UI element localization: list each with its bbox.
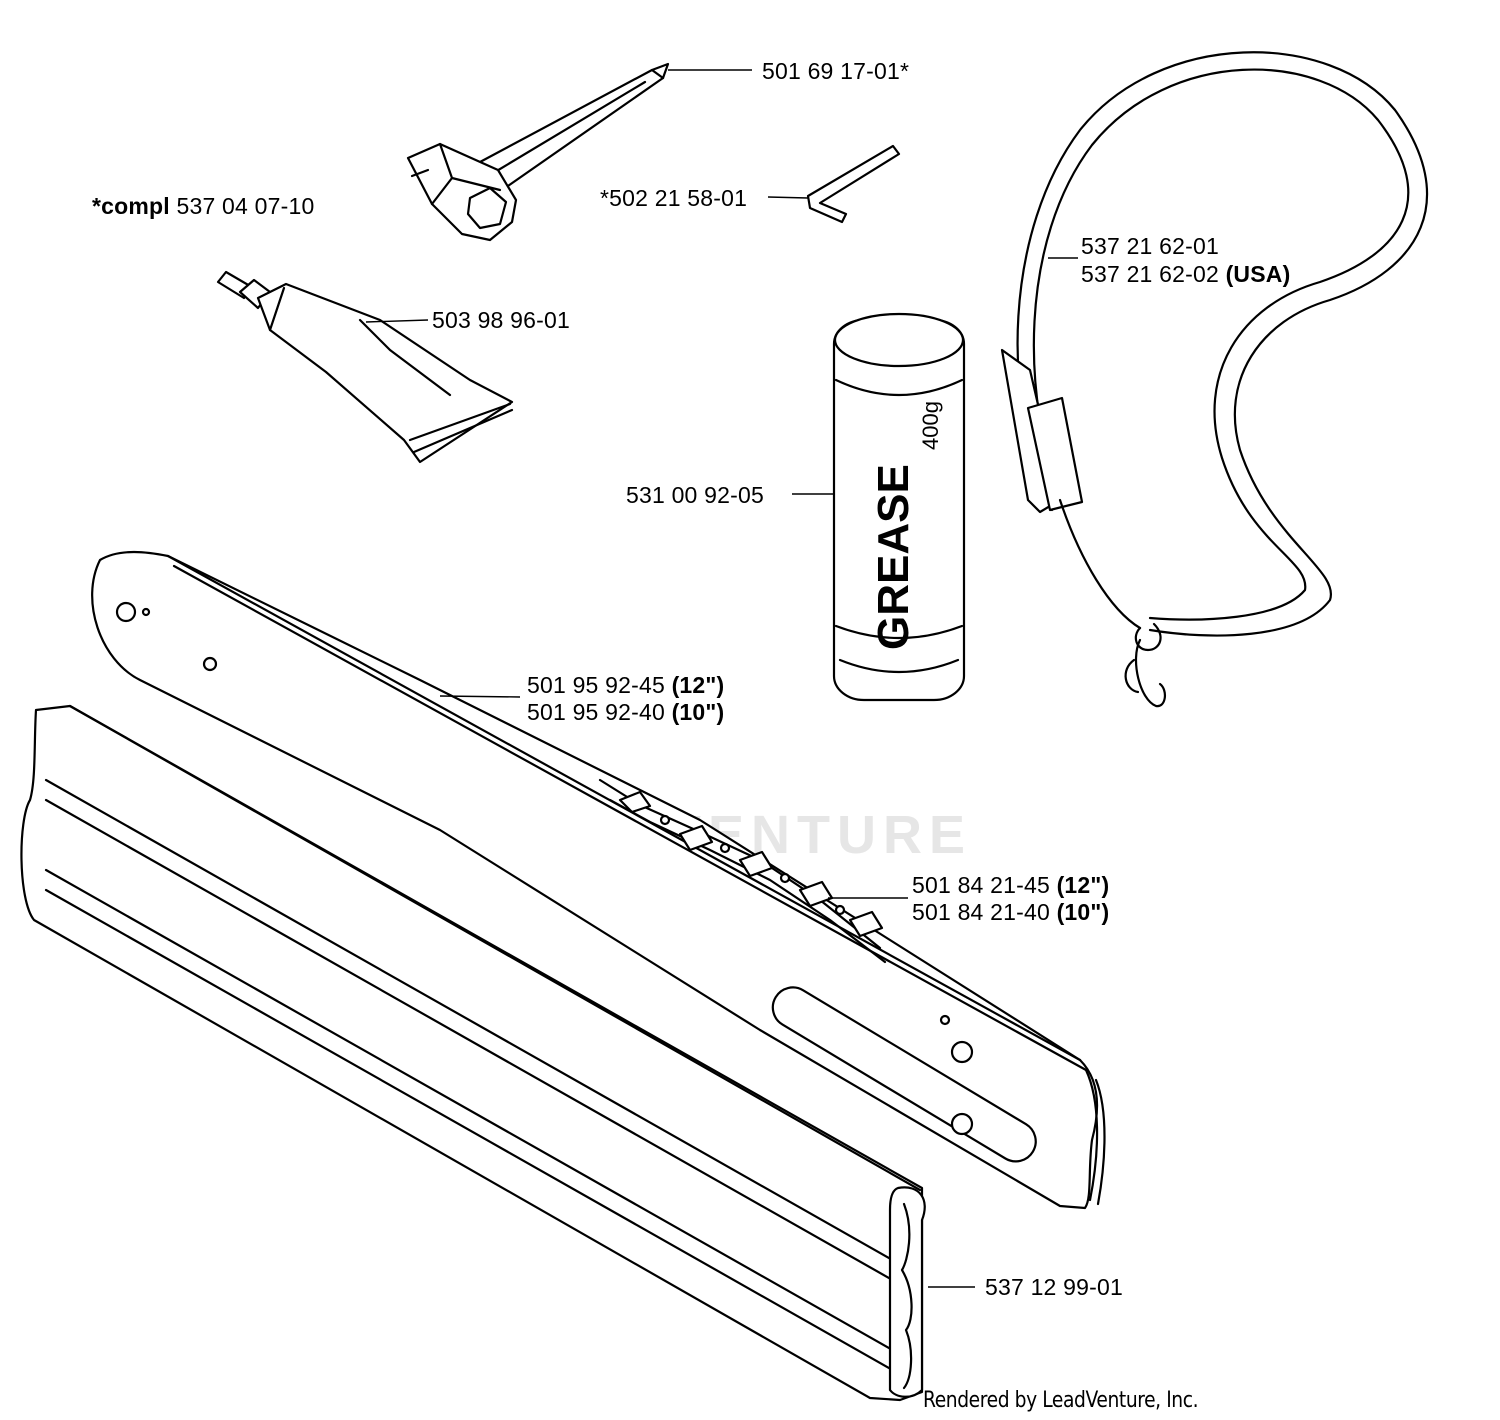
tube-part-number: 503 98 96-01: [432, 307, 570, 333]
grease-part-number: 531 00 92-05: [626, 482, 764, 508]
bar-part-number-1: 501 95 92-45: [527, 672, 665, 698]
tube-illustration: [216, 270, 514, 464]
grease-cartridge-illustration: [832, 312, 966, 702]
scrench-illustration: [406, 62, 670, 242]
bar-part-number-2-row: 501 95 92-40 (10"): [527, 699, 724, 726]
harness-part-number-2: 537 21 62-02: [1081, 261, 1219, 287]
bar-size-1: (12"): [671, 672, 725, 698]
chain-part-number-1-row: 501 84 21-45 (12"): [912, 872, 1109, 899]
harness-part-number-1: 537 21 62-01: [1081, 233, 1219, 259]
kit-prefix: *compl: [92, 193, 170, 219]
chain-size-2: (10"): [1056, 899, 1110, 925]
kit-part-number: 537 04 07-10: [176, 193, 315, 219]
harness-illustration: [1000, 51, 1429, 708]
chain-part-number-2-row: 501 84 21-40 (10"): [912, 899, 1109, 926]
bar-leader: [439, 695, 521, 698]
bar-cover-part-number: 537 12 99-01: [985, 1274, 1123, 1300]
chain-part-number-1: 501 84 21-45: [912, 872, 1050, 898]
hex-key-part-number: *502 21 58-01: [600, 185, 748, 211]
chain-part-number-2: 501 84 21-40: [912, 899, 1050, 925]
bar-cover-illustration: [20, 704, 926, 1402]
harness-region: (USA): [1225, 261, 1291, 287]
tube-leader: [365, 319, 429, 323]
bar-size-2: (10"): [671, 699, 725, 725]
bar-part-number-2: 501 95 92-40: [527, 699, 665, 725]
harness-part-number-2-row: 537 21 62-02 (USA): [1081, 261, 1290, 288]
render-credit: Rendered by LeadVenture, Inc.: [923, 1388, 1199, 1413]
grease-can-weight: 400g: [918, 401, 943, 450]
chain-size-1: (12"): [1056, 872, 1110, 898]
guide-bar-illustration: [91, 550, 1106, 1210]
hex-key-leader: [767, 196, 809, 199]
saw-chain-illustration: [598, 778, 887, 964]
scrench-part-number: 501 69 17-01*: [762, 58, 910, 84]
grease-can-text: GREASE: [869, 464, 918, 650]
hex-key-illustration: [806, 144, 901, 224]
kit-label: *compl 537 04 07-10: [92, 193, 314, 220]
bar-part-number-1-row: 501 95 92-45 (12"): [527, 672, 724, 699]
